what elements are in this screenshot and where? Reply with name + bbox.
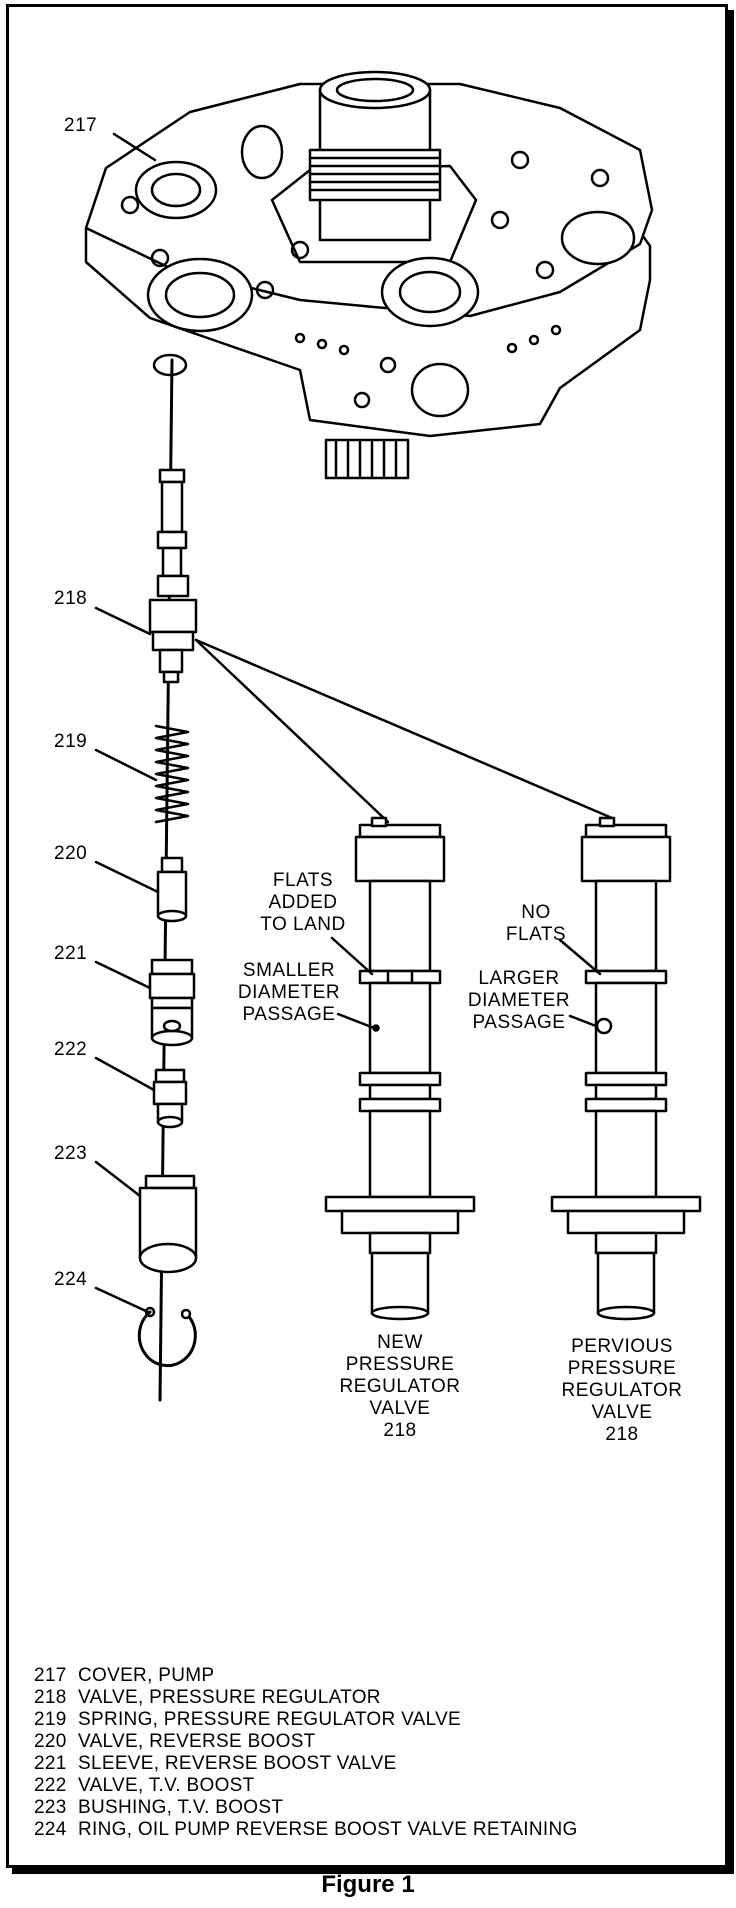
leader-223 [94, 1160, 142, 1198]
callout-217: 217 [64, 115, 98, 136]
leader-224 [94, 1286, 150, 1314]
detail-line-new [194, 638, 390, 824]
callout-220: 220 [54, 843, 88, 864]
no-flats-note: NO FLATS [505, 902, 567, 945]
leader-218 [94, 606, 152, 636]
reverse-boost-sleeve-221 [148, 958, 196, 1047]
leader-221 [94, 960, 152, 990]
pressure-regulator-valve-218 [148, 468, 198, 684]
leader-small-passage [336, 1012, 376, 1030]
callout-221: 221 [54, 943, 88, 964]
callout-219: 219 [54, 731, 88, 752]
tv-boost-valve-222 [152, 1068, 188, 1129]
callout-223: 223 [54, 1143, 88, 1164]
detail-line-previous [194, 638, 614, 820]
new-valve-title: NEW PRESSURE REGULATOR VALVE 218 [339, 1332, 461, 1441]
previous-valve-detail [550, 816, 702, 1321]
reverse-boost-valve-220 [156, 856, 188, 923]
retaining-ring-224 [137, 1306, 197, 1368]
leader-large-passage [568, 1014, 598, 1028]
flats-added-note: FLATS ADDED TO LAND [260, 870, 346, 935]
callout-224: 224 [54, 1269, 88, 1290]
leader-222 [94, 1056, 156, 1092]
leader-flats [330, 936, 374, 976]
leader-217 [112, 132, 157, 162]
larger-passage-note: LARGER DIAMETER PASSAGE [467, 968, 571, 1033]
tv-boost-bushing-223 [138, 1174, 198, 1274]
callout-218: 218 [54, 588, 88, 609]
leader-219 [94, 748, 158, 782]
leader-no-flats [558, 938, 602, 976]
figure-caption: Figure 1 [321, 1871, 415, 1898]
leader-220 [94, 860, 160, 894]
previous-valve-title: PERVIOUS PRESSURE REGULATOR VALVE 218 [561, 1336, 683, 1445]
new-valve-detail [324, 816, 476, 1321]
pump-cover-217 [84, 70, 654, 480]
spring-219 [154, 724, 190, 824]
callout-222: 222 [54, 1039, 88, 1060]
smaller-passage-note: SMALLER DIAMETER PASSAGE [237, 960, 341, 1025]
